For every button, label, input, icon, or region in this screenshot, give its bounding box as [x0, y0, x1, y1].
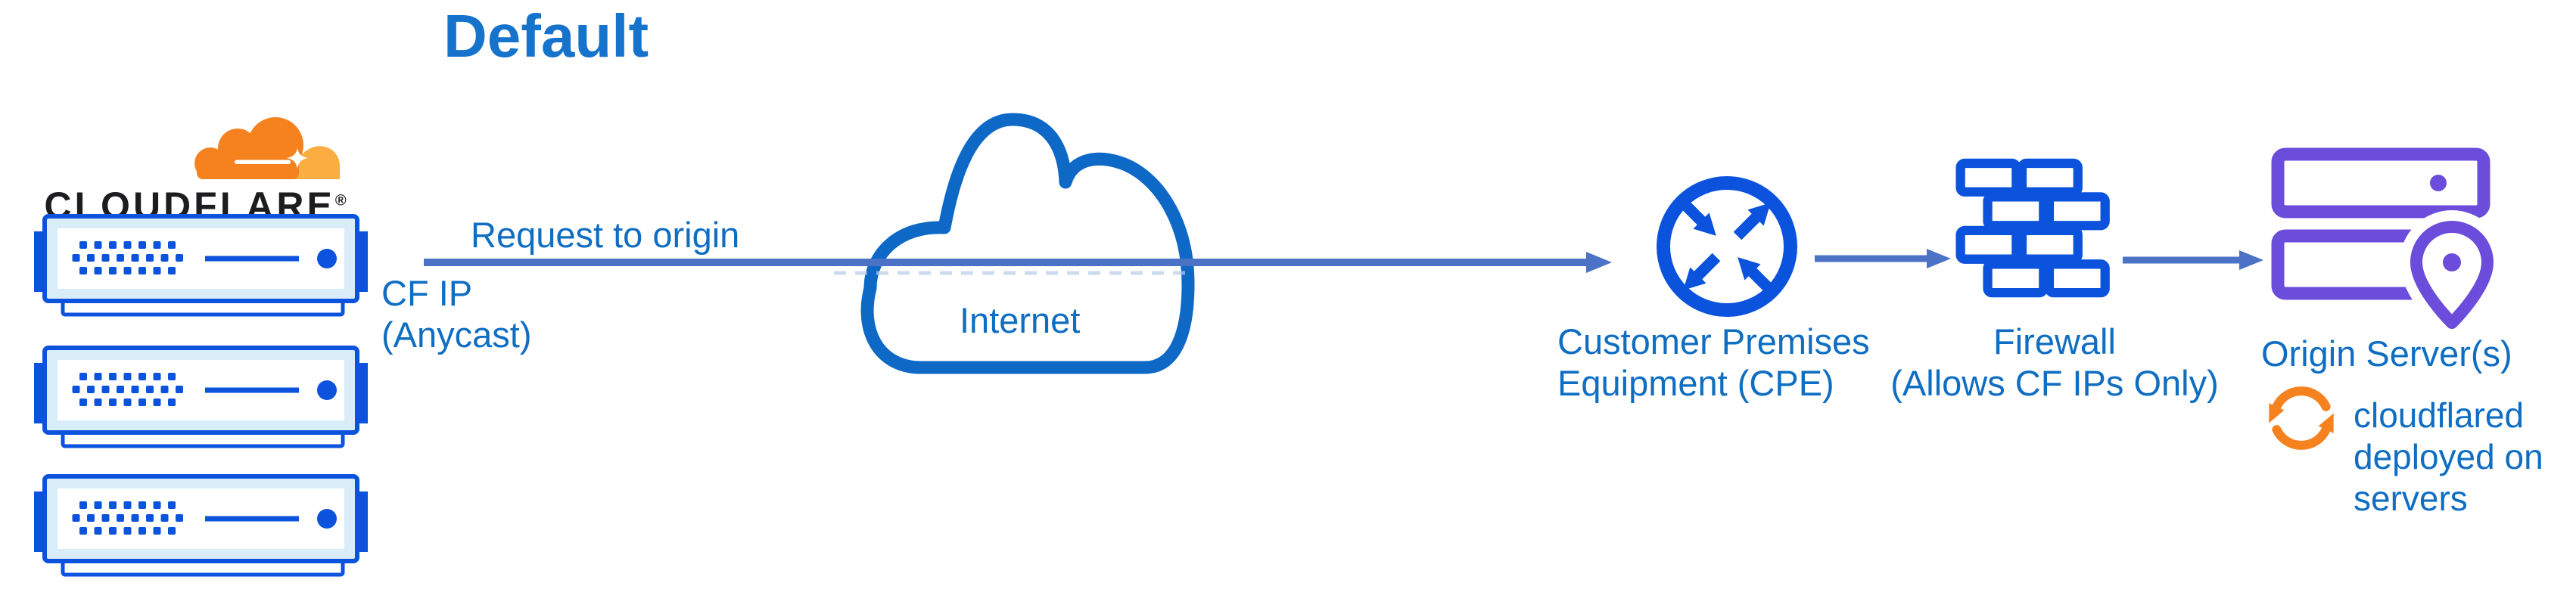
cpe-router-icon: [1657, 176, 1797, 317]
flow-arrow-icon: [2123, 250, 2263, 270]
cloudflared-note: cloudflared deployed on servers: [2354, 395, 2543, 518]
request-to-origin-label: Request to origin: [471, 215, 740, 255]
registered-mark: ®: [334, 192, 347, 209]
cf-ip-anycast-label: CF IP (Anycast): [381, 273, 532, 355]
edge-server-icon: [33, 475, 369, 579]
internet-label: Internet: [960, 300, 1081, 340]
location-pin-icon: [2410, 221, 2494, 329]
edge-server-icon: [33, 346, 369, 451]
cloudflare-logo-cloud-icon: [194, 117, 340, 179]
firewall-label: Firewall (Allows CF IPs Only): [1890, 321, 2219, 403]
origin-servers-icon: [2271, 147, 2505, 346]
cpe-label: Customer Premises Equipment (CPE): [1557, 321, 1870, 403]
diagram-title: Default: [443, 2, 649, 70]
origin-servers-label: Origin Server(s): [2261, 333, 2512, 374]
flow-arrow-icon: [424, 252, 1612, 273]
firewall-icon: [1955, 158, 2110, 298]
internet-cloud-icon: [834, 113, 1195, 374]
cloudflared-sync-icon: [2269, 386, 2334, 450]
flow-arrow-icon: [1815, 249, 1951, 268]
edge-server-icon: [33, 215, 369, 319]
